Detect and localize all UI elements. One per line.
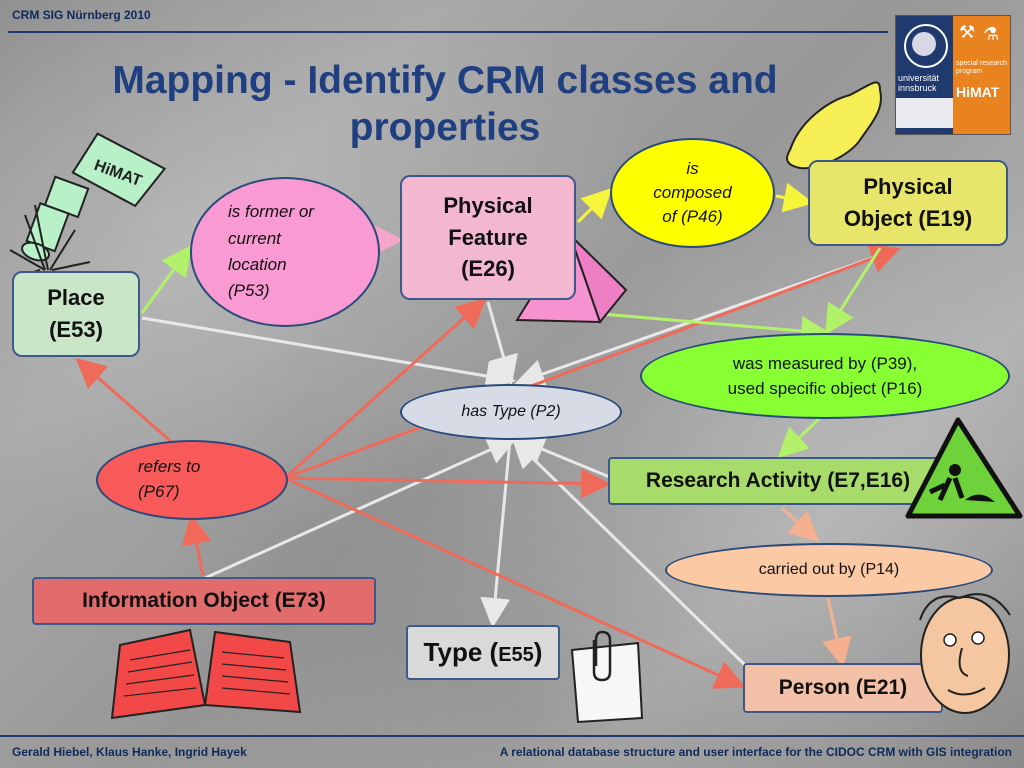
former-location-line-3: location [228,255,287,274]
arrow-refers-to-place [75,358,176,447]
former-location-line-2: current [228,228,281,248]
node-type[interactable]: Type (E55) [406,625,560,680]
type-close: ) [533,636,543,667]
arrow-info-to-hastype [204,436,518,580]
type-main: Type ( [423,636,499,667]
himat-program-panel: ⚒ ⚗ special research program HiMAT [953,16,1010,134]
arrow-person-to-hastype [511,437,747,667]
arrow-composed-to-object [775,182,814,213]
physical-feature-line-1: Physical [443,192,533,218]
himat-logo: universität innsbruck ⚒ ⚗ special resear… [895,15,1011,135]
composed-line-2: composed [653,183,732,203]
title-line-2: properties [349,105,541,149]
arrow-refers-to-object [284,244,901,480]
arrow-feature-to-measured [577,310,831,346]
composed-line-3: of (P46) [662,206,723,226]
arrow-place-to-former-location [140,245,192,314]
node-place[interactable]: Place (E53) [12,271,140,357]
flask-icon: ⚗ [983,24,1000,44]
node-information-object[interactable]: Information Object (E73) [32,577,376,625]
logo-uni-text: universität innsbruck [898,73,940,93]
place-line-1: Place [47,285,105,311]
property-former-location[interactable]: is former or current location (P53) [190,177,380,327]
arrow-place-to-hastype [141,316,516,391]
composed-line-1: is [686,159,699,179]
logo-program-text: special research program [956,60,1007,76]
arrow-carried-to-person [822,597,852,668]
property-refers-to[interactable]: refers to (P67) [96,440,288,520]
physical-object-line-2: Object (E19) [843,206,973,231]
node-physical-feature[interactable]: Physical Feature (E26) [400,175,576,300]
arrow-info-to-refers [181,514,212,576]
physical-feature-line-3: (E26) [461,256,515,282]
physical-feature-line-2: Feature [448,224,528,250]
property-measured-by[interactable]: was measured by (P39), used specific obj… [640,333,1010,419]
node-physical-object[interactable]: Physical Object (E19) [808,160,1008,246]
pick-icon: ⚒ [959,22,976,42]
information-object-label: Information Object (E73) [82,588,326,612]
property-composed-of[interactable]: is composed of (P46) [610,138,775,248]
event-label: CRM SIG Nürnberg 2010 [12,8,151,22]
former-location-line-4: (P53) [228,281,270,301]
footer-authors: Gerald Hiebel, Klaus Hanke, Ingrid Hayek [12,745,247,759]
arrow-refers-to-person [284,476,746,689]
university-seal: universität innsbruck [896,16,953,134]
slide-title: Mapping - Identify CRM classes and prope… [40,58,850,152]
arrow-object-to-measured [824,247,882,336]
title-line-1: Mapping - Identify CRM classes and [112,59,778,102]
top-divider [8,31,888,33]
bottom-divider [0,735,1024,737]
former-location-line-1: is former or [228,202,314,222]
arrow-feature-to-hastype [486,301,518,386]
measured-line-1: was measured by (P39), [732,353,918,373]
property-has-type[interactable]: has Type (P2) [400,384,622,440]
footer-subtitle: A relational database structure and user… [499,745,1012,759]
arrow-refers-to-feature [284,298,487,480]
node-research-activity[interactable]: Research Activity (E7,E16) [608,457,948,505]
refers-to-line-2: (P67) [138,482,180,501]
property-carried-out-by[interactable]: carried out by (P14) [665,543,993,597]
logo-himat-text: HiMAT [956,84,1000,100]
arrow-hastype-to-type [480,439,512,628]
node-person[interactable]: Person (E21) [743,663,943,713]
carried-out-by-label: carried out by (P14) [758,561,900,578]
arrow-research-to-carried [780,506,820,543]
measured-line-2: used specific object (P16) [727,379,923,398]
arrow-measured-to-research [777,416,822,459]
place-line-2: (E53) [49,317,103,342]
arrow-refers-to-research [284,468,611,499]
research-activity-label: Research Activity (E7,E16) [645,468,911,492]
physical-object-line-1: Physical [863,174,953,200]
arrow-feature-to-composed [576,187,613,224]
refers-to-line-1: refers to [138,457,201,477]
has-type-label: has Type (P2) [461,403,561,420]
person-label: Person (E21) [778,675,908,699]
type-code: E55 [498,643,534,666]
